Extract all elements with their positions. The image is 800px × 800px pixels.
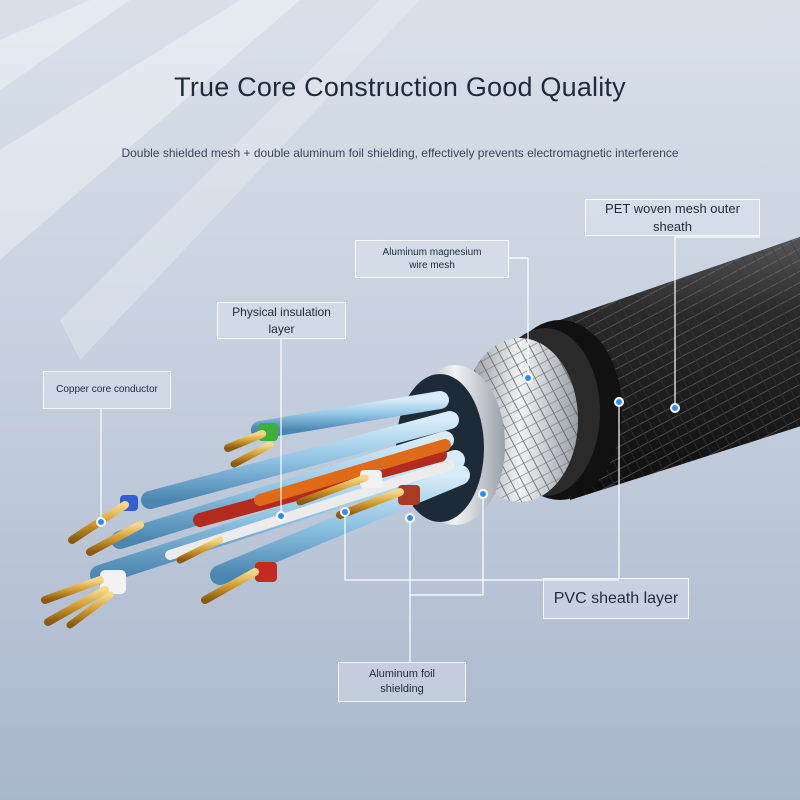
marker-dot-foil-outer bbox=[478, 489, 488, 499]
page-title: True Core Construction Good Quality bbox=[174, 72, 626, 102]
callout-pvc-sheath: PVC sheath layer bbox=[543, 578, 689, 619]
pet-woven-mesh-sheath bbox=[560, 236, 800, 500]
callout-copper-core-text: Copper core conductor bbox=[56, 384, 158, 396]
marker-dot-pet-mesh bbox=[670, 403, 680, 413]
marker-dot-pvc-inner bbox=[340, 507, 350, 517]
callout-copper-core: Copper core conductor bbox=[43, 371, 171, 409]
callout-aluminum-foil-line1: Aluminum foil bbox=[368, 668, 436, 681]
marker-dot-aluminum-mesh bbox=[523, 373, 533, 383]
callout-pet-woven-mesh-text: PET woven mesh outer sheath bbox=[605, 200, 740, 234]
page-subtitle: Double shielded mesh + double aluminum f… bbox=[121, 146, 679, 160]
marker-dot-copper bbox=[96, 517, 106, 527]
marker-dot-insulation bbox=[276, 511, 286, 521]
callout-physical-insulation-text: Physical insulation layer bbox=[232, 305, 331, 336]
callout-aluminum-magnesium-line1: Aluminum magnesium bbox=[382, 246, 482, 258]
wire-bundle bbox=[41, 391, 470, 629]
callout-pvc-sheath-text: PVC sheath layer bbox=[553, 589, 679, 607]
background-light-streaks bbox=[0, 0, 420, 360]
callout-aluminum-foil-line2: shielding bbox=[380, 683, 424, 695]
marker-dot-foil bbox=[405, 513, 415, 523]
callout-physical-insulation: Physical insulation layer bbox=[217, 302, 346, 339]
callout-aluminum-magnesium-line2: wire mesh bbox=[409, 260, 455, 271]
marker-dot-pvc bbox=[614, 397, 624, 407]
callout-aluminum-magnesium-mesh: Aluminum magnesium wire mesh bbox=[355, 240, 509, 278]
callout-aluminum-foil: Aluminum foil shielding bbox=[338, 662, 466, 702]
callout-pet-woven-mesh: PET woven mesh outer sheath bbox=[585, 199, 760, 236]
